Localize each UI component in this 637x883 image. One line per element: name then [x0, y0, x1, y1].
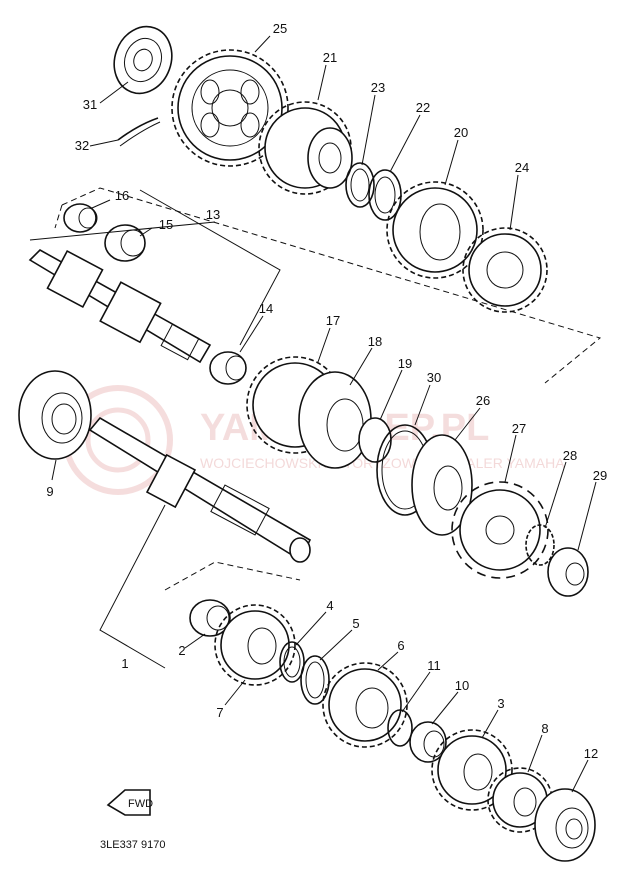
- callout-14: 14: [259, 301, 273, 316]
- group-frame-upper: [54, 187, 602, 384]
- callout-23: 23: [371, 80, 385, 95]
- callout-12: 12: [584, 746, 598, 761]
- part-4-ring: [279, 641, 305, 683]
- part-31-bearing: [113, 25, 173, 95]
- part-3-gear: [431, 729, 513, 811]
- diagram-code: 3LE337 9170: [100, 839, 165, 851]
- callout-9: 9: [46, 484, 53, 499]
- part-8-gear: [487, 767, 553, 833]
- part-21-gear: [258, 101, 353, 195]
- callout-25: 25: [273, 21, 287, 36]
- part-9-bearing: [18, 370, 92, 460]
- part-15-bushing: [104, 224, 146, 262]
- callout-5: 5: [352, 616, 359, 631]
- callout-1: 1: [121, 656, 128, 671]
- callout-15: 15: [159, 217, 173, 232]
- callout-4: 4: [326, 598, 333, 613]
- callout-31: 31: [83, 97, 97, 112]
- part-5-ring: [300, 655, 330, 705]
- callout-8: 8: [541, 721, 548, 736]
- part-13-main-axle: [28, 249, 212, 364]
- part-27-sprocket: [451, 481, 549, 579]
- part-23-ring: [345, 162, 375, 208]
- part-12-bearing: [534, 788, 596, 862]
- part-20-gear: [386, 181, 484, 279]
- callout-13: 13: [206, 207, 220, 222]
- callout-21: 21: [323, 50, 337, 65]
- part-6-gear: [322, 662, 408, 748]
- part-11-ring: [387, 709, 413, 747]
- callout-32: 32: [75, 138, 89, 153]
- bracket-part-13: [29, 189, 281, 346]
- fwd-label: FWD: [128, 798, 153, 810]
- callout-30: 30: [427, 370, 441, 385]
- callout-19: 19: [398, 356, 412, 371]
- fwd-arrow: FWD: [106, 789, 153, 816]
- callout-22: 22: [416, 100, 430, 115]
- callout-10: 10: [455, 678, 469, 693]
- callout-2: 2: [178, 643, 185, 658]
- part-14-bushing: [209, 351, 247, 385]
- callout-26: 26: [476, 393, 490, 408]
- part-24-gear: [462, 227, 548, 313]
- leader-lines: [51, 35, 597, 793]
- callout-11: 11: [427, 658, 441, 673]
- callout-7: 7: [216, 705, 223, 720]
- callout-labels: 25 21 23 22 20 24 31 32 16 13 15 14 17 1…: [46, 21, 607, 761]
- part-drive-axle: [88, 416, 312, 563]
- bracket-part-1: [99, 504, 166, 669]
- part-25-gear: [171, 49, 289, 167]
- part-18-collar: [298, 371, 392, 469]
- callout-27: 27: [512, 421, 526, 436]
- part-29-nut: [547, 547, 589, 597]
- callout-17: 17: [326, 313, 340, 328]
- part-16-bushing: [63, 203, 98, 233]
- callout-29: 29: [593, 468, 607, 483]
- callout-16: 16: [115, 188, 129, 203]
- callout-3: 3: [497, 696, 504, 711]
- callout-28: 28: [563, 448, 577, 463]
- part-28-lock-washer: [525, 524, 555, 566]
- part-7-gear: [214, 604, 296, 686]
- callout-6: 6: [397, 638, 404, 653]
- callout-20: 20: [454, 125, 468, 140]
- group-frame-lower: [164, 561, 301, 591]
- callout-18: 18: [368, 334, 382, 349]
- part-32-circlip: [117, 117, 161, 147]
- callout-24: 24: [515, 160, 529, 175]
